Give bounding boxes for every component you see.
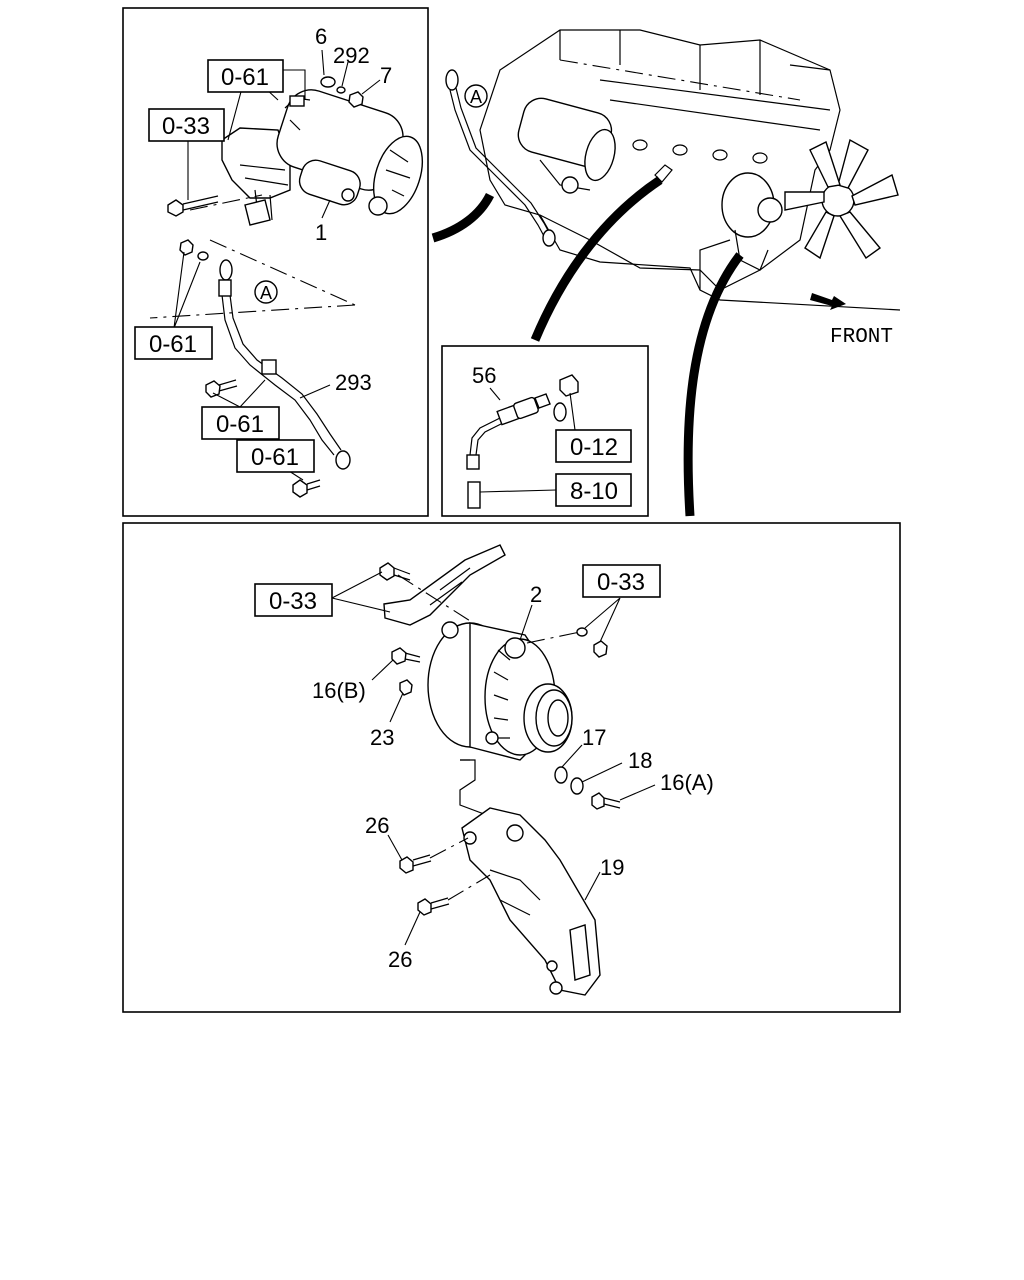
leader-1 (321, 199, 331, 219)
ref-0-33-alt-right: 0-33 (597, 569, 645, 596)
ref-box-0-61-top (207, 59, 284, 93)
callout-a-starter-label: A (260, 283, 272, 303)
leader-26b (404, 911, 421, 946)
ref-box-8-10 (555, 473, 632, 507)
label-2: 2 (530, 582, 542, 607)
leader-6 (321, 49, 325, 76)
leader-16a (619, 784, 656, 801)
starter-motor-illustration (149, 76, 424, 319)
leader-56 (489, 387, 501, 401)
ref-0-61-low: 0-61 (216, 411, 264, 438)
label-293: 293 (335, 370, 372, 395)
label-292: 292 (333, 43, 370, 68)
leader-16b (371, 659, 394, 681)
label-6: 6 (315, 24, 327, 49)
label-19: 19 (600, 855, 624, 880)
leader-2 (519, 604, 533, 641)
ref-box-0-61-low (201, 406, 280, 440)
alternator-panel-frame (122, 522, 901, 1013)
ref-box-0-61-mid (134, 326, 213, 360)
callout-a-engine-label: A (470, 87, 482, 107)
label-56: 56 (472, 363, 496, 388)
leader-26a (387, 834, 403, 861)
leader-292 (341, 61, 349, 87)
callout-circle-a-engine (464, 84, 488, 108)
ref-box-0-61-bottom (236, 439, 315, 473)
leader-293 (299, 384, 331, 399)
ref-0-33-alt-left: 0-33 (269, 588, 317, 615)
ref-0-61-top: 0-61 (221, 64, 269, 91)
label-7: 7 (380, 63, 392, 88)
starter-cable-illustration (179, 239, 351, 498)
ref-box-0-33-alt-right (582, 564, 661, 598)
starter-panel-frame (122, 7, 429, 517)
leader-ref8 (331, 571, 391, 613)
front-arrow-icon (810, 293, 846, 310)
ref-8-10: 8-10 (570, 478, 618, 505)
label-17: 17 (582, 725, 606, 750)
leader-ref7 (479, 489, 557, 493)
alternator-illustration (379, 544, 621, 996)
ref-box-0-33-alt-left (254, 583, 333, 617)
ref-0-33-left: 0-33 (162, 113, 210, 140)
engine-overview-illustration (445, 29, 901, 311)
leader-19 (584, 871, 601, 901)
leader-7 (361, 79, 381, 95)
ref-0-61-mid: 0-61 (149, 331, 197, 358)
label-18: 18 (628, 748, 652, 773)
leader-17 (561, 744, 583, 768)
connector-arc-starter (431, 192, 495, 243)
leader-ref3 (173, 251, 201, 329)
ref-0-61-bottom: 0-61 (251, 444, 299, 471)
sensor-panel-frame (441, 345, 649, 517)
label-23: 23 (370, 725, 394, 750)
sensor-illustration (466, 374, 579, 509)
ref-box-0-12 (555, 429, 632, 463)
label-16a: 16(A) (660, 770, 714, 795)
leader-ref4 (212, 379, 266, 408)
front-label: FRONT (830, 326, 893, 349)
fan-icon (784, 138, 899, 260)
connector-arc-sensor (530, 176, 663, 342)
ref-0-12: 0-12 (570, 434, 618, 461)
label-26a: 26 (365, 813, 389, 838)
ref-box-0-33-left (148, 108, 225, 142)
leader-ref6 (569, 392, 576, 431)
label-16b: 16(B) (312, 678, 366, 703)
leader-23 (389, 692, 404, 723)
leader-ref9 (584, 597, 621, 643)
leader-18 (581, 762, 623, 783)
label-1: 1 (315, 220, 327, 245)
callout-circle-a-starter (254, 280, 278, 304)
connector-arc-alternator (683, 252, 744, 517)
label-26b: 26 (388, 947, 412, 972)
